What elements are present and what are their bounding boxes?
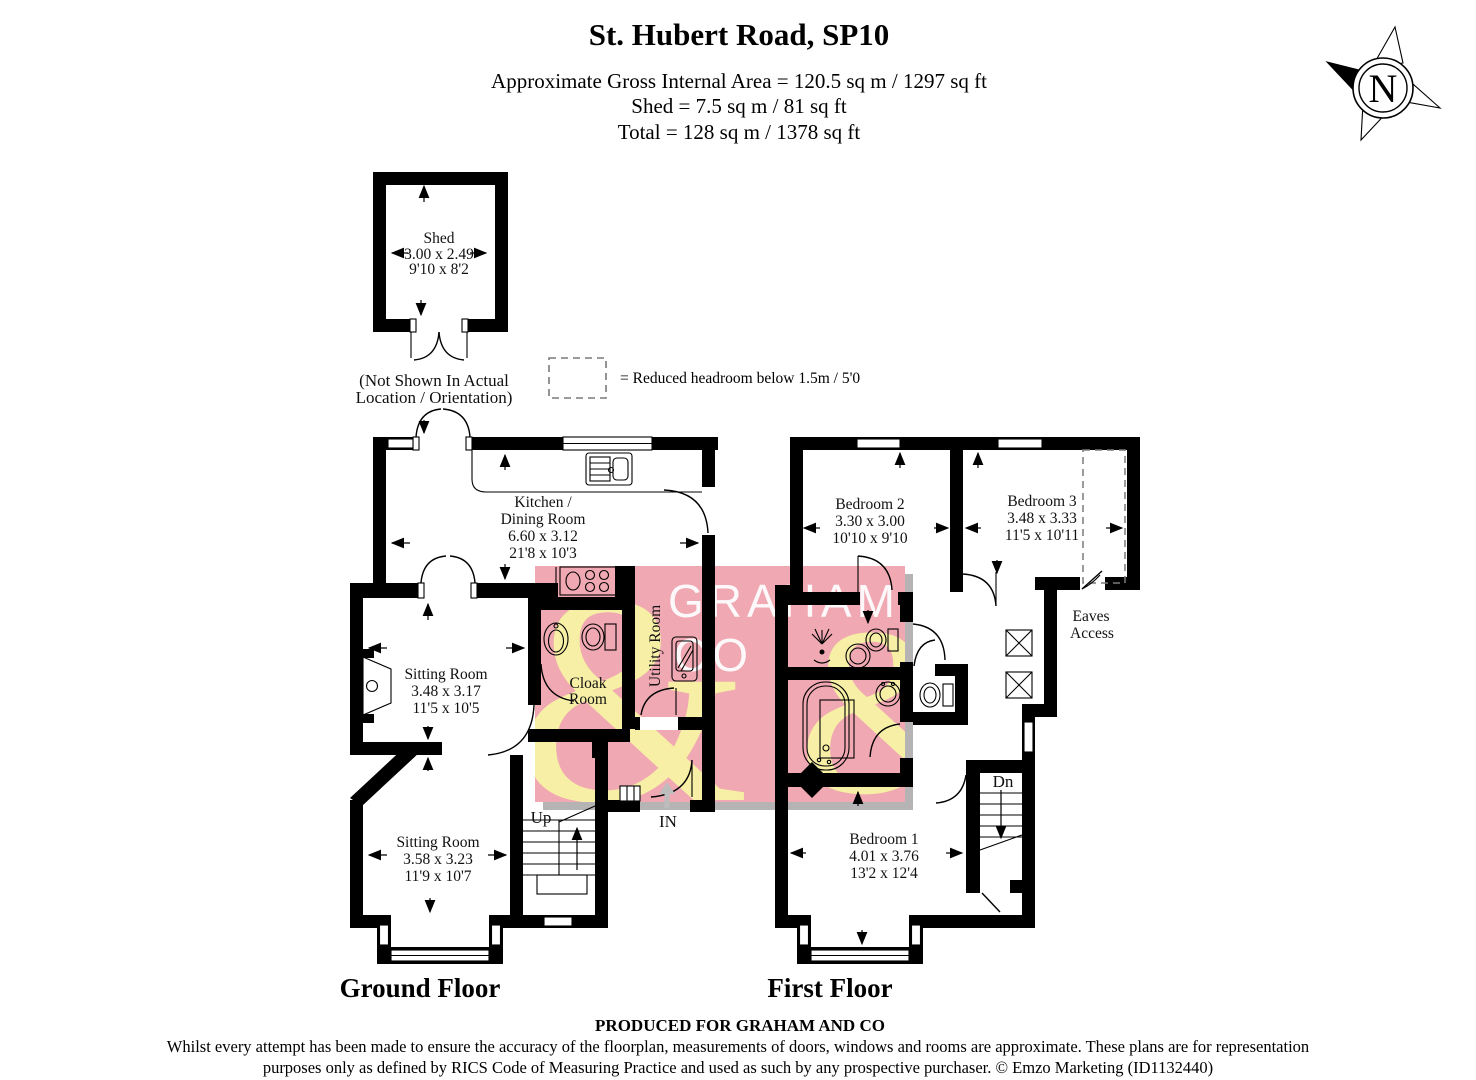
- kitchen-label-line2: Dining Room: [501, 511, 586, 528]
- sitting-room-1-dims-imperial: 11'5 x 10'5: [412, 700, 479, 717]
- utility-room-label: Utility Room: [647, 605, 664, 687]
- bedroom-1-dims-metric: 4.01 x 3.76: [849, 848, 919, 865]
- bedroom-1-dims-imperial: 13'2 x 12'4: [850, 865, 918, 882]
- ground-floor-plan: Kitchen / Dining Room 6.60 x 3.12 21'8 x…: [340, 408, 718, 1003]
- entrance: [619, 782, 675, 808]
- header: St. Hubert Road, SP10 Approximate Gross …: [491, 17, 987, 144]
- shed-dims-imperial: 9'10 x 8'2: [409, 261, 469, 278]
- shed-note-line1: (Not Shown In Actual: [359, 371, 509, 390]
- shed-label: Shed: [424, 230, 455, 247]
- ground-floor-bay-window: [377, 915, 503, 964]
- fireplace: [362, 649, 392, 723]
- kitchen-label-line1: Kitchen /: [514, 494, 572, 511]
- bedroom-2-dims-metric: 3.30 x 3.00: [835, 513, 905, 530]
- utility-sink-icon: [671, 636, 698, 682]
- area-line-2: Shed = 7.5 sq m / 81 sq ft: [631, 94, 847, 118]
- eaves-hatch-icons: [1005, 629, 1033, 699]
- shed-double-door: [410, 331, 468, 361]
- sitting-room-2-dims-metric: 3.58 x 3.23: [403, 851, 473, 868]
- shower-room-basin-icon: [845, 643, 871, 669]
- entrance-arrow-head: [659, 782, 675, 794]
- first-floor-walls: [775, 437, 1140, 928]
- cloak-room-label-line1: Cloak: [569, 675, 606, 692]
- cloak-room-label-line2: Room: [569, 691, 607, 708]
- compass-inner-ring: [1358, 63, 1408, 113]
- shed-dimension-arrows: [390, 184, 488, 317]
- eaves-access-label-line2: Access: [1070, 625, 1114, 642]
- sitting-room-2-dims-imperial: 11'9 x 10'7: [404, 868, 471, 885]
- cloakroom-toilet-icon: [581, 623, 617, 651]
- entrance-in-label: IN: [659, 812, 677, 831]
- compass-n-label: N: [1369, 66, 1398, 111]
- stairs-up-label: Up: [531, 808, 552, 827]
- watermark-ampersand-right: &: [798, 578, 985, 844]
- footer: PRODUCED FOR GRAHAM AND CO Whilst every …: [167, 1016, 1309, 1077]
- stairs-down: [979, 790, 1023, 851]
- disclaimer-line1: Whilst every attempt has been made to en…: [167, 1037, 1309, 1056]
- bedroom-1-label: Bedroom 1: [849, 831, 918, 848]
- shed-dims-metric: 3.00 x 2.49: [404, 246, 474, 263]
- hob-icon: [555, 566, 619, 596]
- ground-floor-walls: [350, 436, 718, 928]
- bathroom-basin-icon: [875, 681, 901, 707]
- reduced-headroom-area: [1082, 449, 1126, 584]
- shed-walls: [373, 172, 508, 333]
- bedroom-3-label: Bedroom 3: [1007, 493, 1077, 510]
- area-line-1: Approximate Gross Internal Area = 120.5 …: [491, 69, 987, 93]
- sitting-room-2-label: Sitting Room: [396, 834, 479, 851]
- sitting-room-1-dims-metric: 3.48 x 3.17: [411, 683, 481, 700]
- area-line-3: Total = 128 sq m / 1378 sq ft: [618, 120, 861, 144]
- ground-floor-title: Ground Floor: [340, 973, 501, 1003]
- bedroom-3-dims-metric: 3.48 x 3.33: [1007, 510, 1077, 527]
- page-title: St. Hubert Road, SP10: [589, 17, 890, 52]
- shower-icon: [811, 628, 833, 664]
- kitchen-counter: [471, 450, 702, 493]
- cloakroom-basin-icon: [543, 622, 569, 656]
- bedroom-2-dims-imperial: 10'10 x 9'10: [832, 530, 908, 547]
- first-floor-dimension-arrows: [789, 451, 1124, 946]
- shed-note-line2: Location / Orientation): [356, 388, 513, 407]
- produced-for-text: PRODUCED FOR GRAHAM AND CO: [595, 1016, 885, 1035]
- bathtub-icon: [802, 681, 855, 771]
- first-floor-plan: Bedroom 2 3.30 x 3.00 10'10 x 9'10 Bedro…: [767, 437, 1140, 1003]
- bedroom-3-dims-imperial: 11'5 x 10'11: [1005, 527, 1079, 544]
- kitchen-dims-metric: 6.60 x 3.12: [508, 528, 578, 545]
- wc-toilet-icon: [919, 682, 954, 708]
- ground-floor-doors: [415, 408, 709, 798]
- stairs-dn-label: Dn: [993, 772, 1014, 791]
- first-floor-title: First Floor: [767, 973, 892, 1003]
- ground-floor-dimension-arrows: [367, 420, 700, 914]
- first-floor-bay-window: [797, 915, 923, 964]
- legend-text: = Reduced headroom below 1.5m / 5'0: [620, 370, 860, 387]
- reduced-headroom-legend: = Reduced headroom below 1.5m / 5'0: [548, 357, 860, 399]
- eaves-access-label-line1: Eaves: [1072, 608, 1109, 625]
- kitchen-dims-imperial: 21'8 x 10'3: [509, 545, 577, 562]
- sitting-room-1-label: Sitting Room: [404, 666, 487, 683]
- disclaimer-line2: purposes only as defined by RICS Code of…: [263, 1058, 1213, 1077]
- first-floor-doors: [857, 555, 1103, 913]
- bedroom-2-label: Bedroom 2: [835, 496, 904, 513]
- shed-plan: Shed 3.00 x 2.49 9'10 x 8'2 (Not Shown I…: [356, 172, 513, 407]
- compass-rose: N: [1325, 25, 1442, 142]
- legend-dashed-box: [548, 357, 607, 399]
- shower-room-toilet-icon: [865, 628, 899, 652]
- stairs-up: [523, 805, 596, 895]
